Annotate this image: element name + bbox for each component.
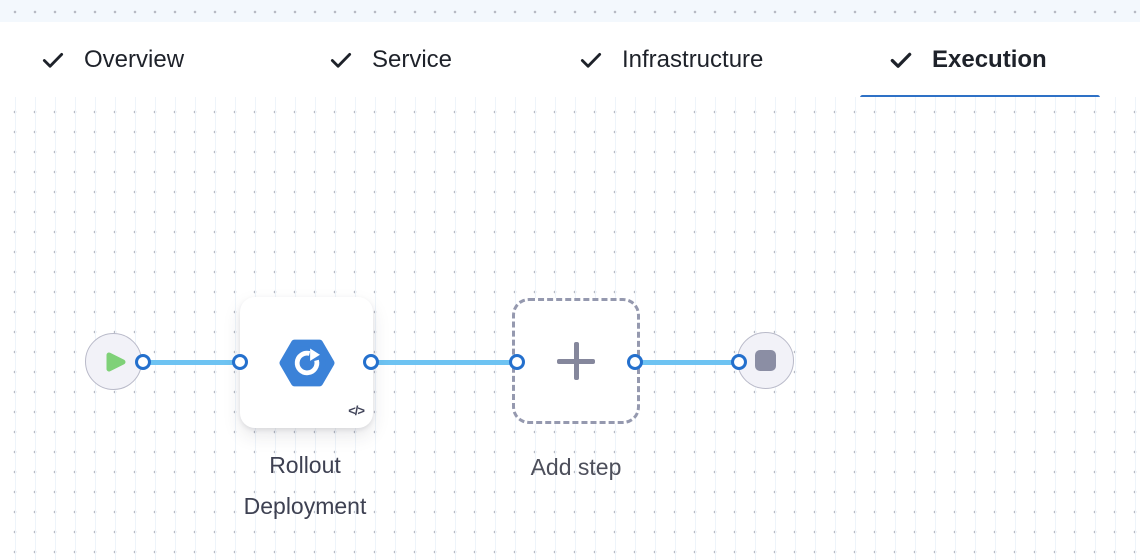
play-icon [104,349,128,375]
connector-port[interactable] [135,354,151,370]
tab-label: Execution [932,45,1047,73]
tab-label: Service [372,45,453,73]
tab-execution[interactable]: Execution [888,22,1047,97]
check-icon [328,47,354,73]
connector-port[interactable] [731,354,747,370]
pipeline-canvas[interactable]: </> Rollout Deployment Add step [0,97,1140,560]
plus-icon [556,341,596,381]
connector-port[interactable] [363,354,379,370]
add-step-button[interactable] [512,298,640,424]
pipeline-start-node[interactable] [85,333,142,390]
tab-label: Overview [84,45,185,73]
stop-icon [755,350,776,371]
add-step-label: Add step [530,454,622,480]
step-node-rollout-deployment[interactable]: </> [240,297,373,428]
check-icon [888,47,914,73]
check-icon [578,47,604,73]
tab-label: Infrastructure [622,45,764,73]
code-icon[interactable]: </> [348,403,365,418]
connector-port[interactable] [232,354,248,370]
step-node-label: Rollout Deployment [243,452,367,519]
tab-infrastructure[interactable]: Infrastructure [578,22,763,97]
pipeline-stage-tabbar: Overview Service Infrastructure Executio… [0,22,1140,100]
check-icon [40,47,66,73]
connector-edge [371,360,517,365]
tab-overview[interactable]: Overview [40,22,184,97]
connector-edge [143,360,240,365]
connector-edge [635,360,739,365]
tab-service[interactable]: Service [328,22,452,97]
connector-port[interactable] [509,354,525,370]
k8s-rollout-icon [279,338,335,388]
connector-port[interactable] [627,354,643,370]
canvas-top-strip [0,0,1140,22]
